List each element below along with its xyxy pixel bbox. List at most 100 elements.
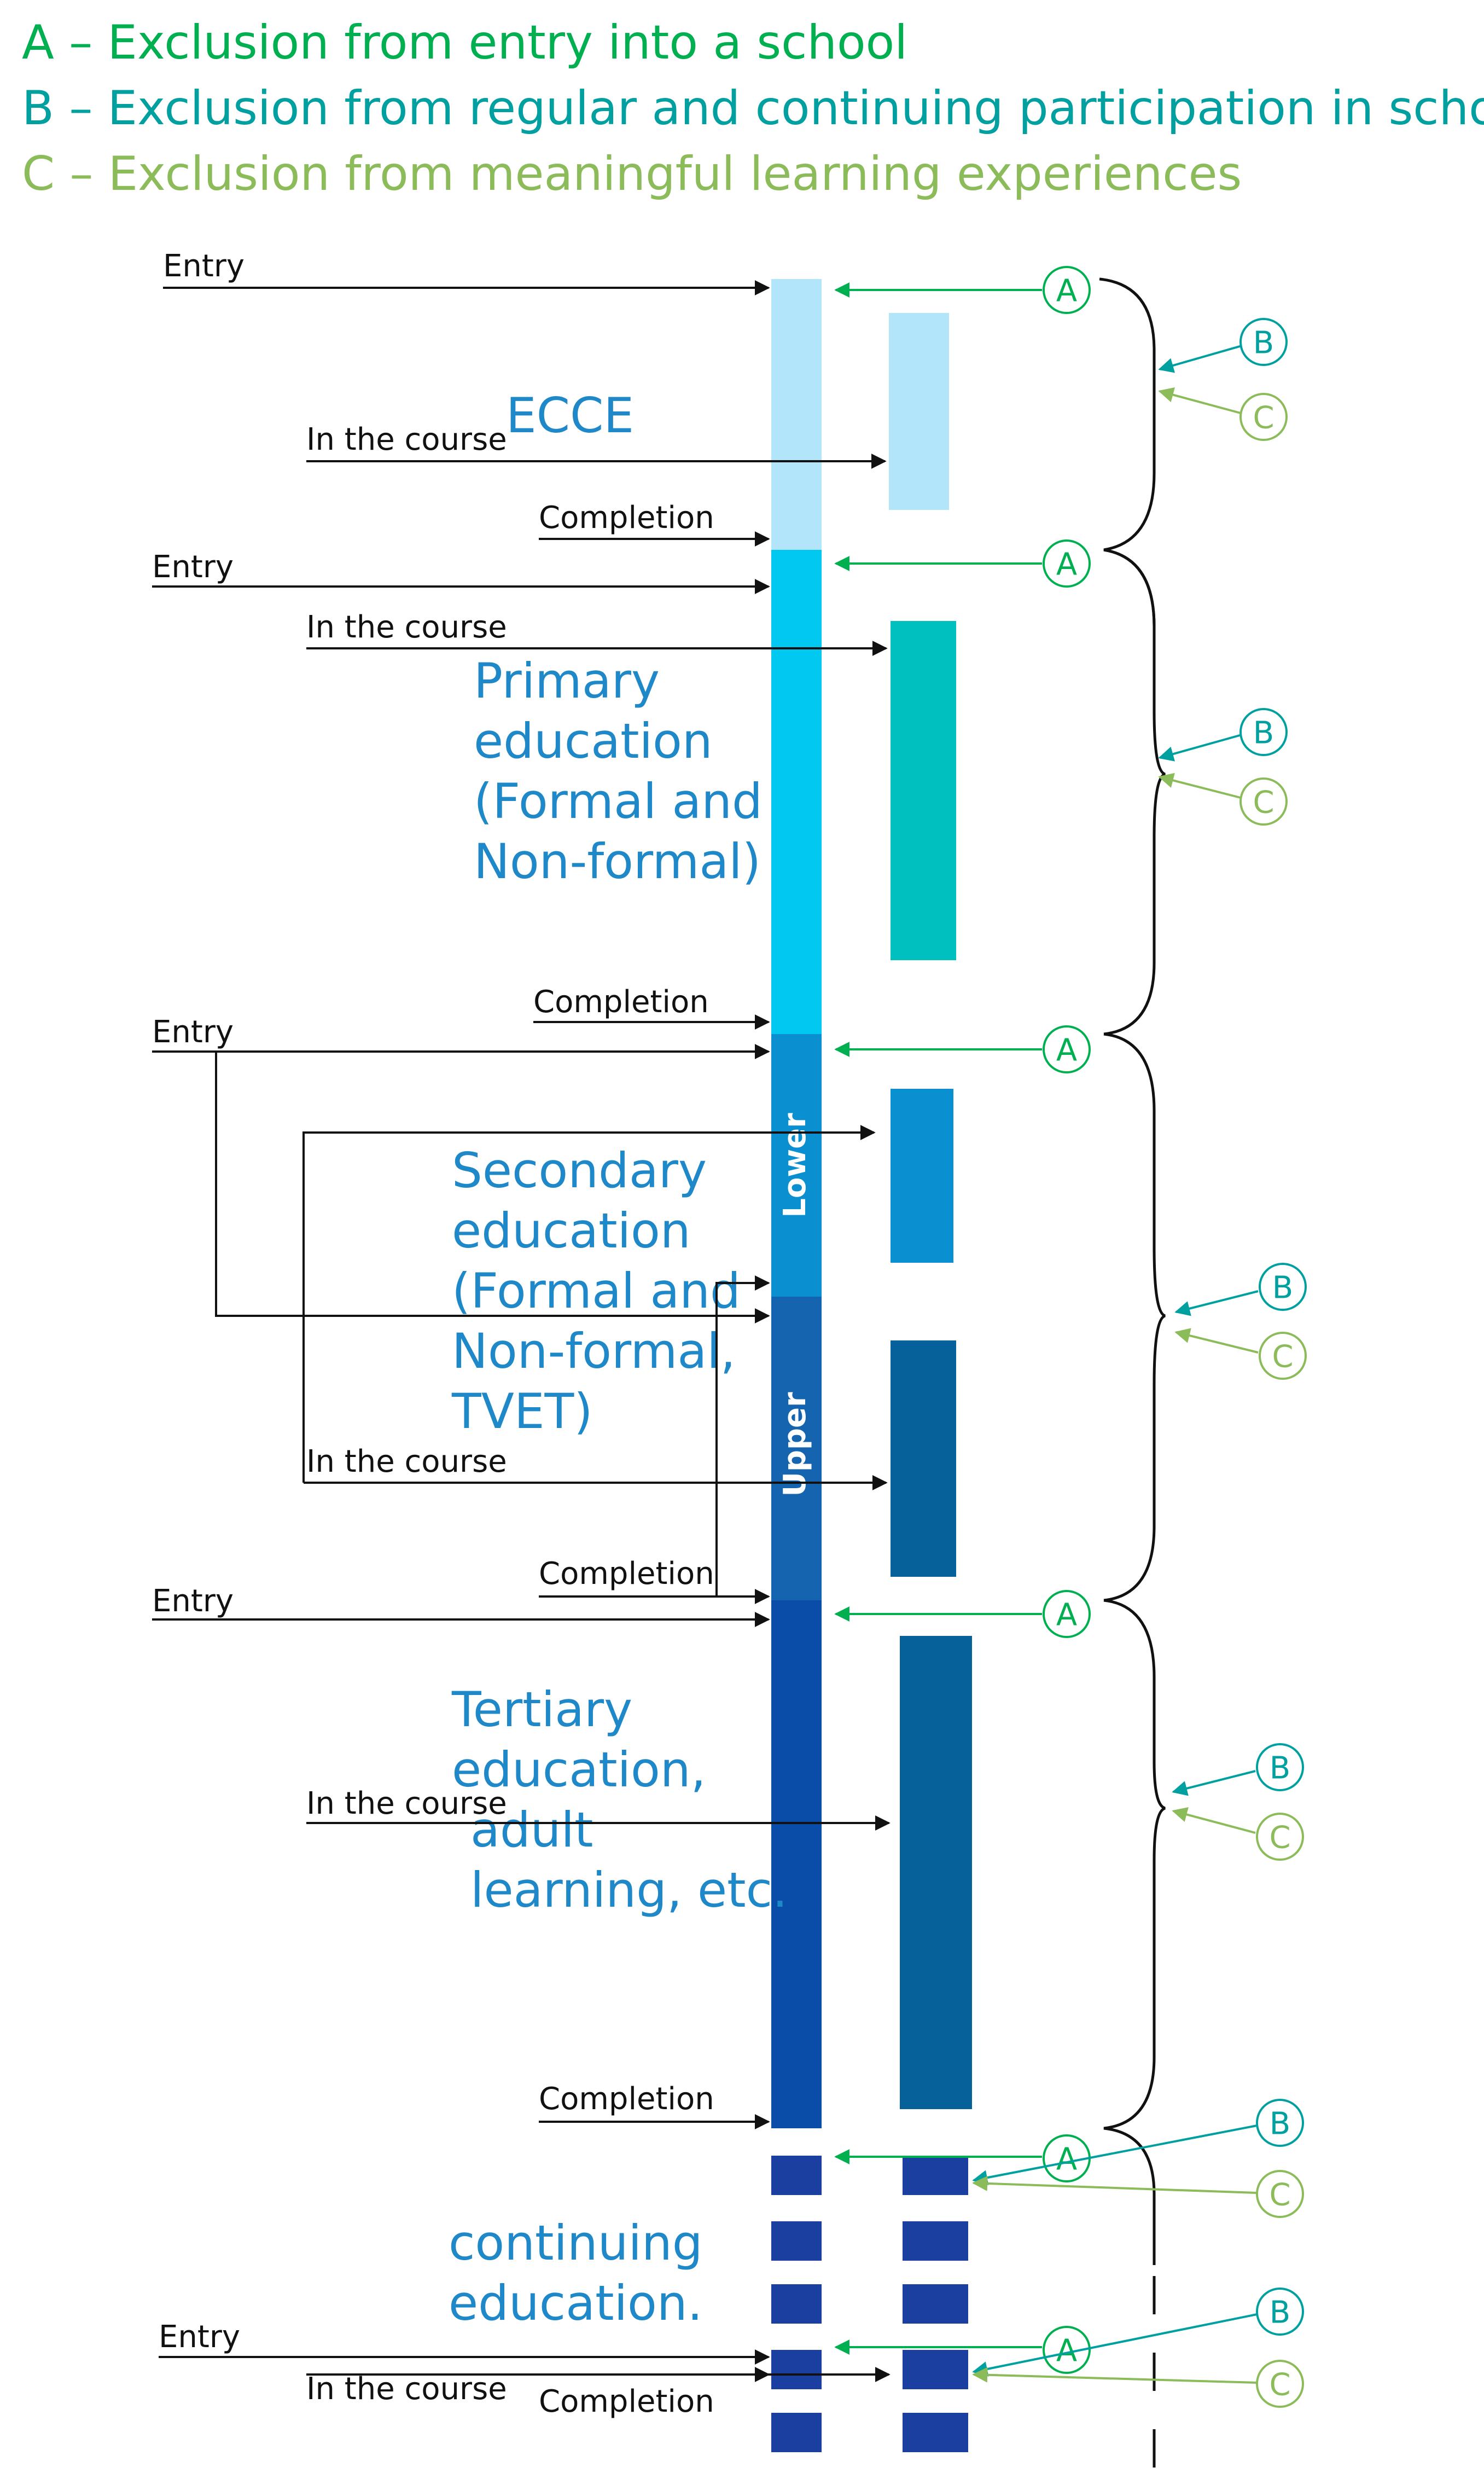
completion-label: Completion xyxy=(533,984,709,1020)
tertiary-bar xyxy=(771,1600,822,2128)
secondary-title-5: TVET) xyxy=(451,1383,593,1439)
b-marker-text: B xyxy=(1270,2295,1290,2331)
secondary-title-1: Secondary xyxy=(452,1142,707,1199)
c-marker: C xyxy=(1259,1332,1307,1380)
tertiary-title-3: adult xyxy=(470,1802,593,1858)
primary-title-3: (Formal and xyxy=(474,773,763,829)
b-arrow xyxy=(972,2313,1258,2377)
b-marker-text: B xyxy=(1272,1270,1293,1306)
c-marker: C xyxy=(1256,2170,1304,2218)
b-marker: B xyxy=(1256,2099,1304,2147)
secondary-title-4: Non-formal, xyxy=(452,1323,736,1379)
a-marker-text: A xyxy=(1056,1598,1077,1633)
completion-label: Completion xyxy=(539,2081,714,2117)
a-marker-text: A xyxy=(1056,274,1077,309)
c-marker-text: C xyxy=(1253,785,1274,821)
primary-block xyxy=(891,621,956,960)
in-course-label: In the course xyxy=(306,422,507,457)
completion-label: Completion xyxy=(539,1556,714,1592)
tertiary-title-2: education, xyxy=(452,1741,706,1798)
a-marker: A xyxy=(1043,266,1091,314)
a-marker: A xyxy=(1043,1590,1091,1638)
c-marker: C xyxy=(1256,1813,1304,1861)
entry-branch-upper xyxy=(215,1052,770,1323)
b-arrow xyxy=(972,2124,1258,2185)
continuing-title-2: education. xyxy=(449,2275,703,2331)
upper-secondary-bar xyxy=(771,1297,822,1600)
secondary-title-2: education xyxy=(452,1203,691,1259)
tertiary-title-1: Tertiary xyxy=(451,1681,632,1738)
continuing-bar-1 xyxy=(771,2156,822,2195)
tertiary-brace xyxy=(1103,1599,1166,2194)
entry-label: Entry xyxy=(159,2319,240,2355)
continuing-title-1: continuing xyxy=(449,2215,703,2271)
a-marker-text: A xyxy=(1056,1033,1077,1069)
continuing-bar-4 xyxy=(771,2350,822,2389)
legend-c-text: C – Exclusion from meaningful learning e… xyxy=(22,147,1242,201)
b-arrow xyxy=(1174,1290,1259,1316)
c-marker: C xyxy=(1256,2360,1304,2408)
ecce-title: ECCE xyxy=(506,387,634,444)
legend-c: C – Exclusion from meaningful learning e… xyxy=(22,147,1242,201)
c-arrow xyxy=(1174,1328,1259,1354)
b-marker-text: B xyxy=(1270,1751,1290,1786)
c-marker-text: C xyxy=(1269,2178,1290,2213)
ecce-bar xyxy=(771,279,822,550)
continuing-block-4 xyxy=(903,2350,968,2389)
in-course-branch-lower xyxy=(302,1125,876,1483)
primary-title-1: Primary xyxy=(474,653,660,709)
continuing-block-2 xyxy=(903,2221,968,2261)
b-marker-text: B xyxy=(1270,2106,1290,2142)
b-marker: B xyxy=(1256,1743,1304,1791)
b-arrow xyxy=(1158,345,1242,373)
a-marker-text: A xyxy=(1056,2142,1077,2178)
b-marker: B xyxy=(1239,318,1288,366)
legend-a: A – Exclusion from entry into a school xyxy=(22,15,907,70)
c-arrow xyxy=(1158,387,1241,414)
c-arrow xyxy=(1172,1807,1256,1834)
a-marker: A xyxy=(1043,2326,1091,2374)
c-marker-text: C xyxy=(1253,400,1274,436)
primary-brace xyxy=(1103,548,1166,1036)
lower-secondary-block xyxy=(891,1089,953,1263)
c-arrow xyxy=(972,2367,1258,2384)
primary-title-2: education xyxy=(474,713,713,769)
entry-label: Entry xyxy=(152,549,234,585)
continuing-bar-3 xyxy=(771,2284,822,2324)
completion-label: Completion xyxy=(539,500,714,536)
b-arrow xyxy=(1158,734,1242,762)
a-marker: A xyxy=(1043,1025,1091,1073)
b-marker: B xyxy=(1259,1263,1307,1311)
c-marker: C xyxy=(1239,393,1288,441)
entry-label: Entry xyxy=(152,1014,234,1050)
b-marker-text: B xyxy=(1253,326,1274,361)
in-course-label: In the course xyxy=(306,2371,507,2407)
completion-branch-lower xyxy=(715,1275,770,1598)
ecce-brace xyxy=(1099,277,1156,627)
continuing-block-5 xyxy=(903,2413,968,2452)
continuing-block-1 xyxy=(903,2156,968,2195)
a-marker: A xyxy=(1043,539,1091,588)
in-course-label: In the course xyxy=(306,1786,507,1821)
secondary-title-3: (Formal and xyxy=(452,1263,741,1319)
legend-a-text: A – Exclusion from entry into a school xyxy=(22,15,908,70)
continuing-bar-5 xyxy=(771,2413,822,2452)
tertiary-title-4: learning, etc. xyxy=(470,1862,788,1918)
upper-secondary-block xyxy=(891,1340,956,1577)
b-marker: B xyxy=(1256,2288,1304,2336)
legend-b-text: B – Exclusion from regular and continuin… xyxy=(22,81,1484,136)
primary-title-4: Non-formal) xyxy=(474,833,761,890)
tertiary-block xyxy=(900,1636,972,2109)
b-marker: B xyxy=(1239,708,1288,756)
c-marker: C xyxy=(1239,777,1288,826)
c-arrow xyxy=(1158,773,1241,799)
entry-label: Entry xyxy=(152,1583,234,1619)
continuing-block-3 xyxy=(903,2284,968,2324)
in-course-label: In the course xyxy=(306,609,507,645)
lower-label: Lower xyxy=(777,1113,813,1218)
c-arrow xyxy=(972,2175,1258,2194)
a-marker-text: A xyxy=(1056,547,1077,583)
c-marker-text: C xyxy=(1269,1820,1290,1856)
secondary-brace xyxy=(1103,1032,1166,1602)
